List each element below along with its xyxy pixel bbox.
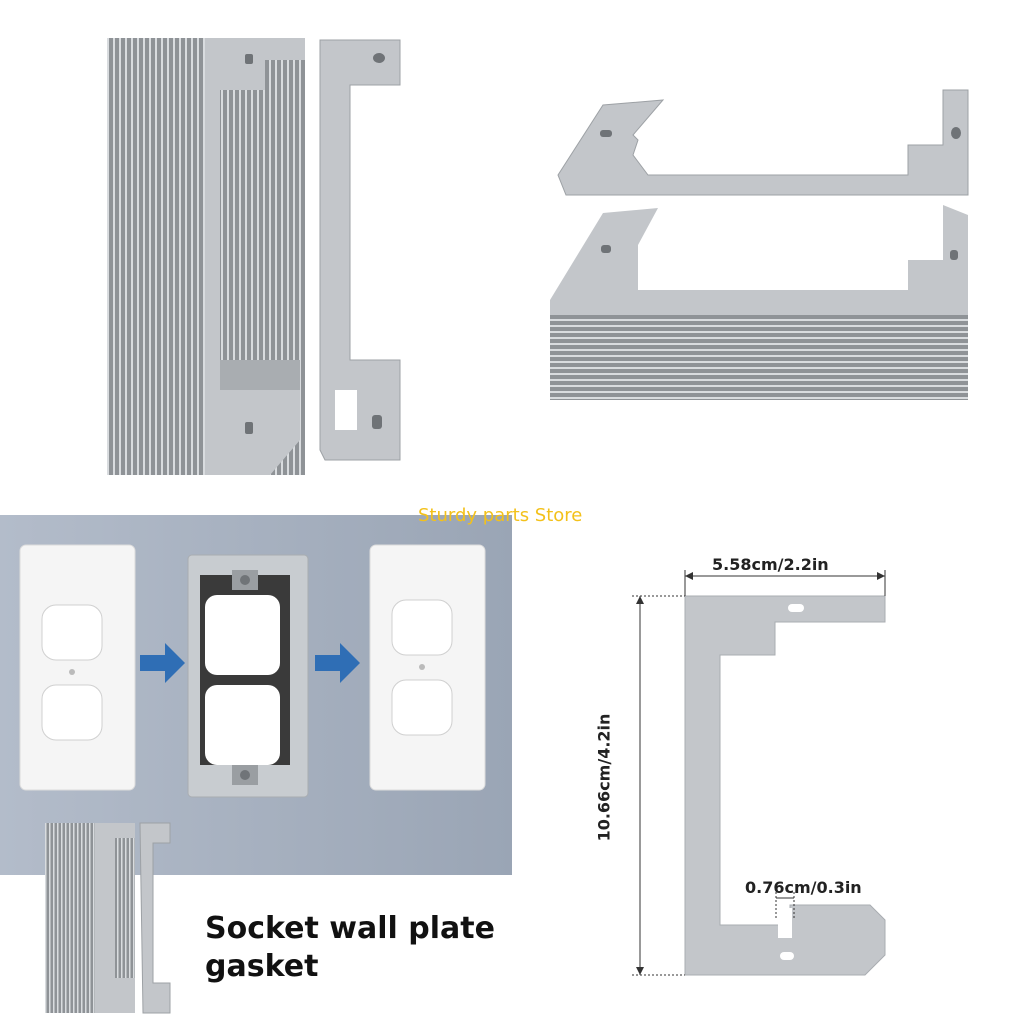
- spacer-stack-horizontal: [548, 85, 980, 415]
- installation-photo: [0, 515, 512, 875]
- spacer-stack-vertical: [95, 30, 415, 480]
- slot-dimension-label: 0.76cm/0.3in: [745, 878, 862, 897]
- store-watermark: Sturdy parts Store: [418, 505, 583, 526]
- height-dimension-label: 10.66cm/4.2in: [594, 713, 614, 842]
- width-dimension-label: 5.58cm/2.2in: [712, 555, 829, 574]
- spacer-thumbnail: [45, 818, 185, 1018]
- caption-line-2: gasket: [205, 949, 319, 984]
- product-caption: Socket wall plate gasket: [205, 910, 495, 986]
- dimension-diagram: [600, 560, 930, 980]
- caption-line-1: Socket wall plate: [205, 911, 495, 946]
